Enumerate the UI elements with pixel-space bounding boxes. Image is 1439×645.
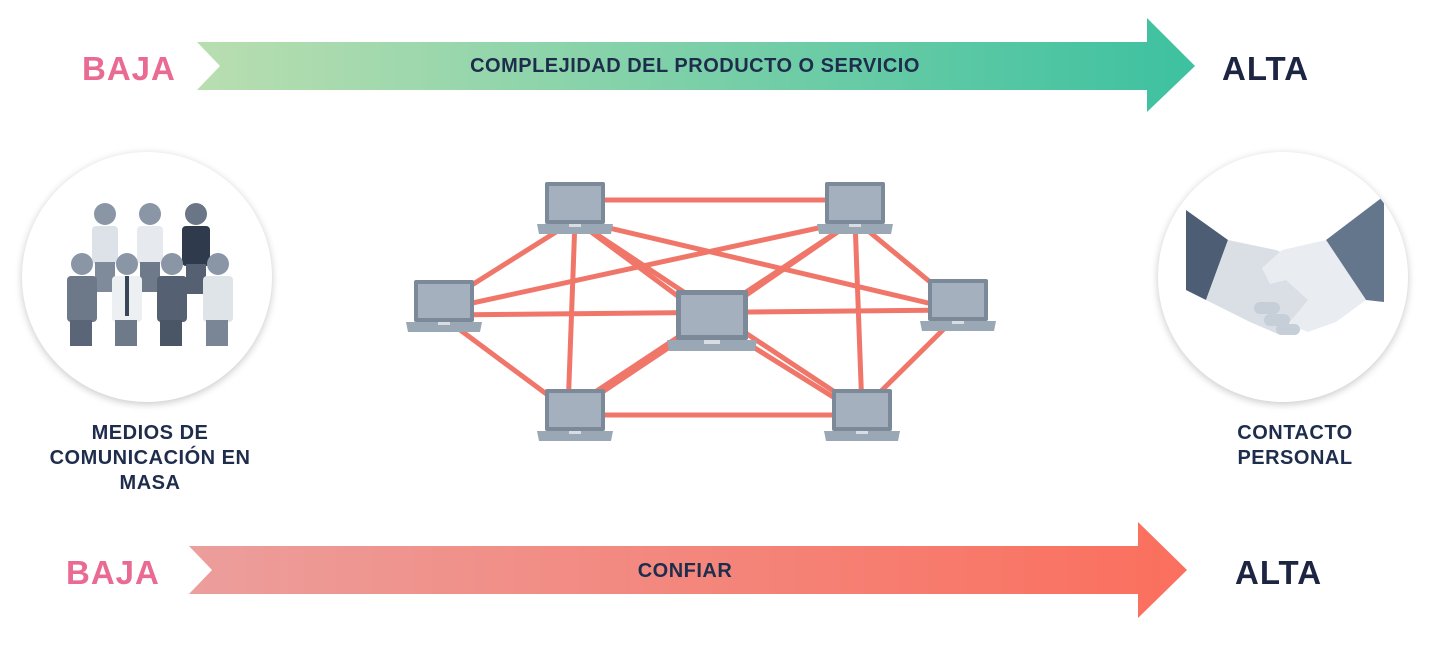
mass-media-caption-line-2: COMUNICACIÓN EN	[49, 447, 251, 469]
personal-contact-caption-line-1: CONTACTO	[1237, 422, 1353, 444]
personal-contact-caption: CONTACTO PERSONAL	[1180, 421, 1410, 471]
mass-media-caption-line-3: MASA	[119, 472, 181, 494]
complexity-low-label: BAJA	[82, 50, 176, 87]
personal-contact-caption-line-2: PERSONAL	[1237, 447, 1353, 469]
complexity-arrow	[197, 18, 1195, 112]
laptop-bottom-right	[824, 389, 900, 441]
laptop-bottom-left	[537, 389, 613, 441]
personal-contact-circle	[1158, 152, 1408, 402]
laptop-top-left	[537, 182, 613, 234]
crowd-icon	[67, 203, 233, 346]
complexity-arrow-label: COMPLEJIDAD DEL PRODUCTO O SERVICIO	[470, 55, 920, 77]
mass-media-caption: MEDIOS DE COMUNICACIÓN EN MASA	[20, 421, 280, 496]
complexity-high-label: ALTA	[1222, 50, 1310, 87]
mass-media-caption-line-1: MEDIOS DE	[91, 422, 209, 444]
laptop-middle-left	[406, 280, 482, 332]
trust-arrow	[189, 522, 1187, 618]
trust-arrow-label: CONFIAR	[637, 560, 733, 582]
laptop-top-right	[817, 182, 893, 234]
laptop-middle-right	[920, 279, 996, 331]
trust-low-label: BAJA	[66, 554, 160, 591]
handshake-icon	[1186, 196, 1384, 335]
mass-media-circle	[22, 152, 272, 402]
laptop-center	[667, 290, 757, 351]
trust-high-label: ALTA	[1235, 554, 1323, 591]
